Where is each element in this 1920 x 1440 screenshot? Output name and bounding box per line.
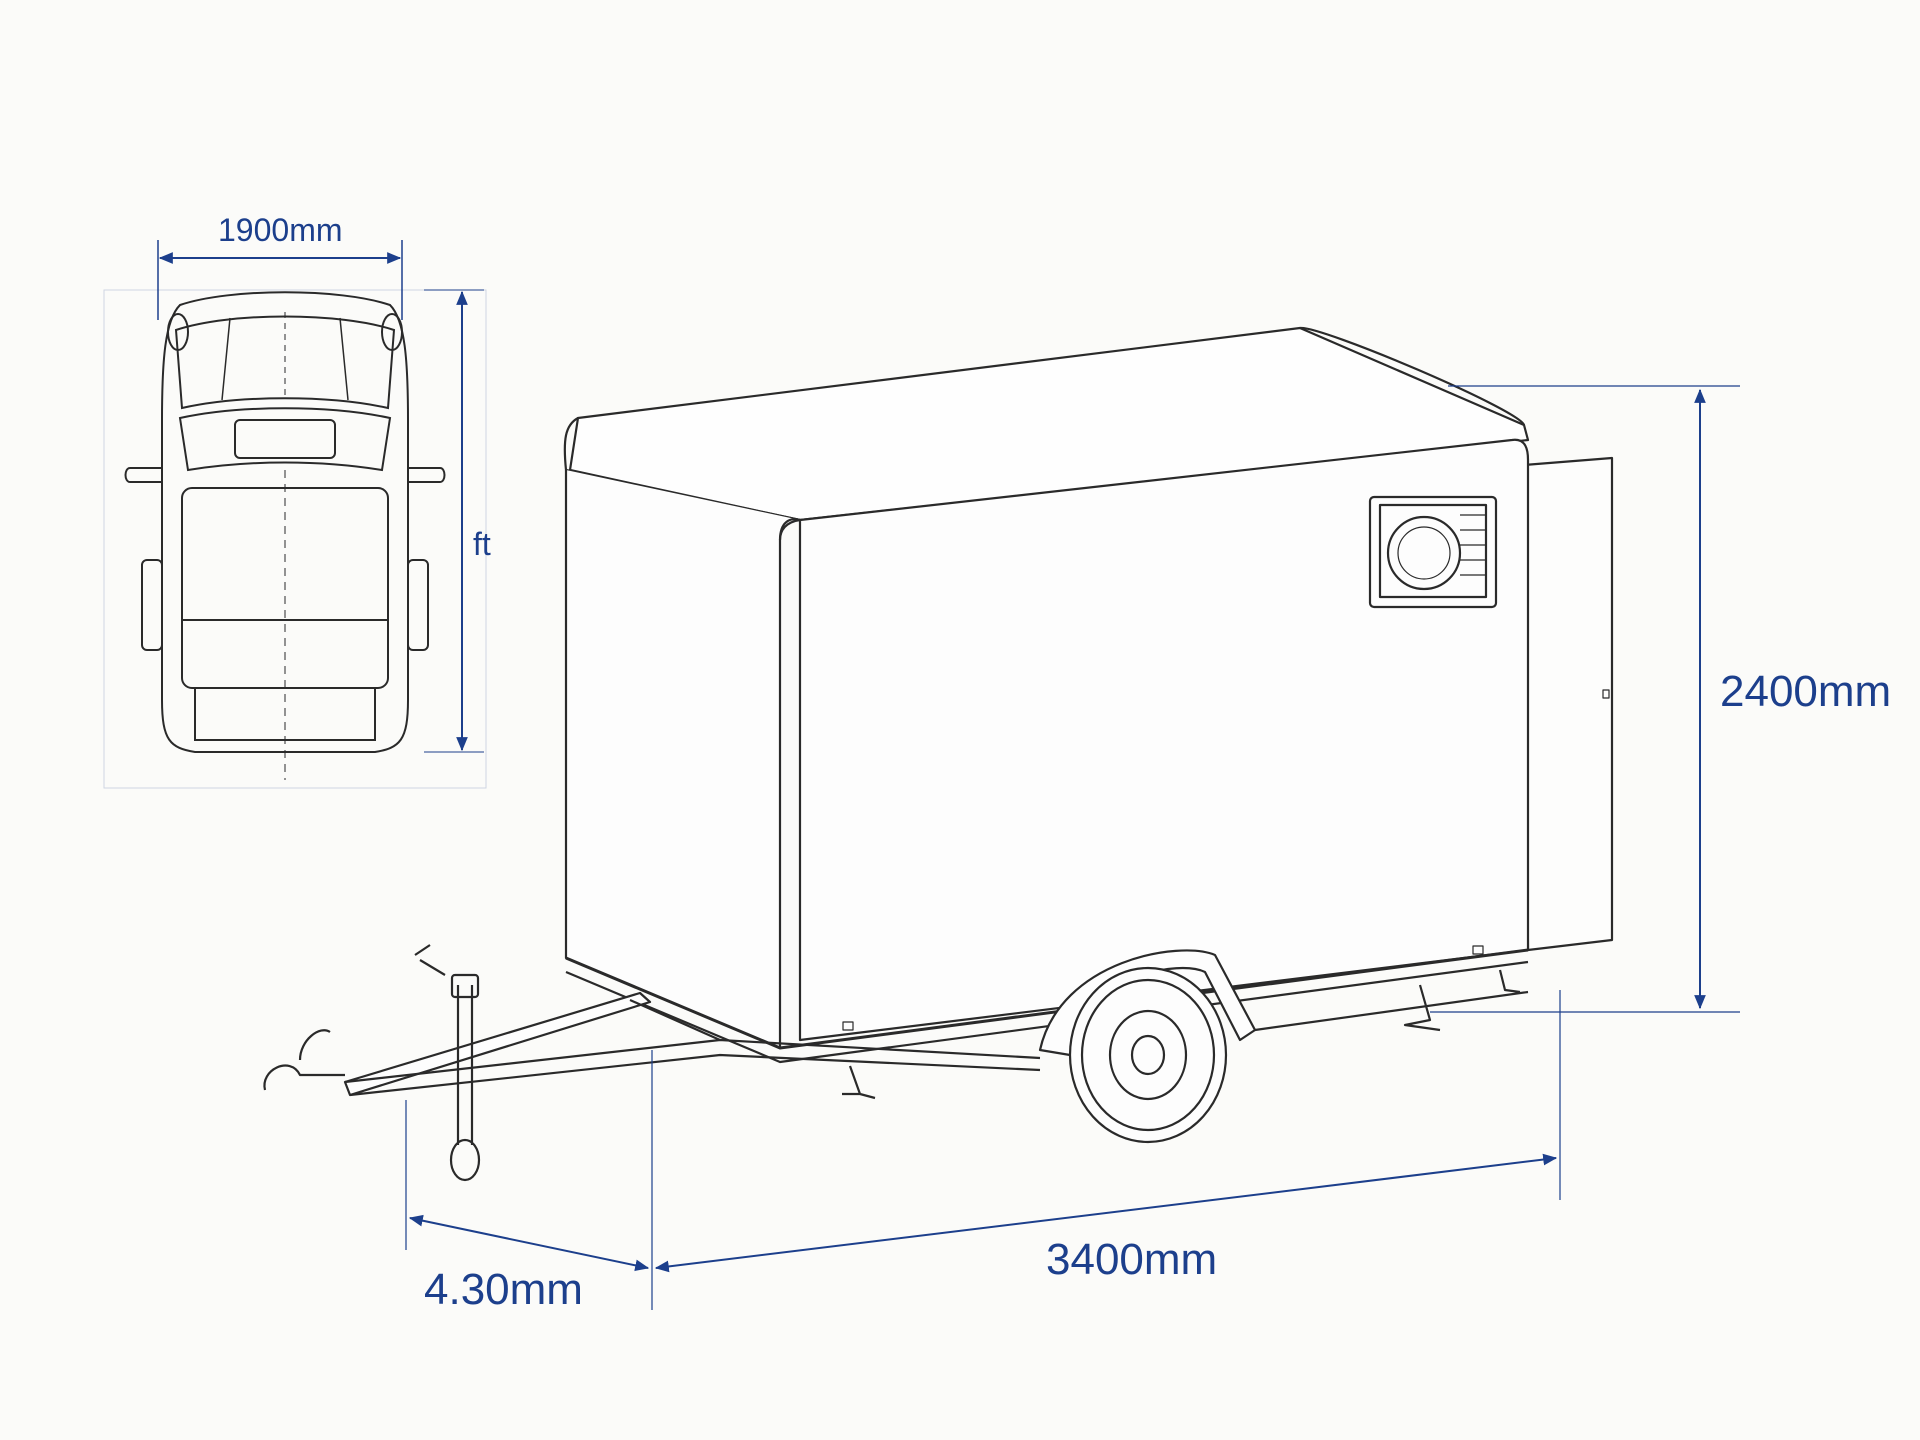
- car-width-label: 1900mm: [218, 212, 343, 248]
- trailer-drawing: [263, 326, 1614, 1182]
- car-length-unit-label: ft: [473, 526, 491, 562]
- car-top-view: [103, 289, 487, 789]
- trailer-length-label: 3400mm: [1046, 1235, 1218, 1284]
- trailer-dimension-lines: [405, 385, 1740, 1310]
- drawbar-length-label: 4.30mm: [424, 1265, 583, 1314]
- trailer-height-label: 2400mm: [1720, 667, 1892, 716]
- car-dimension-lines: [157, 240, 484, 753]
